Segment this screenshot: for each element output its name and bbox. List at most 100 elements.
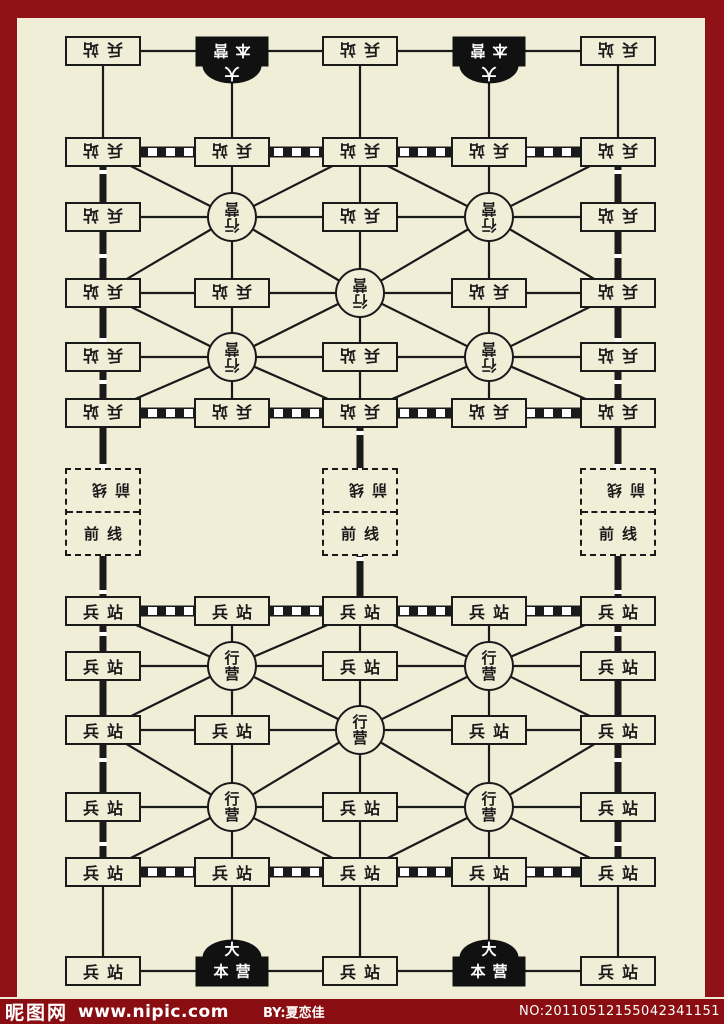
- station-label: 兵站: [597, 963, 646, 982]
- camp-r3c4[interactable]: 行营: [464, 192, 514, 242]
- station-label: 兵站: [75, 206, 124, 225]
- station-r8c3[interactable]: 兵站: [322, 651, 398, 681]
- station-label: 兵站: [468, 864, 517, 883]
- station-r1c3[interactable]: 兵站: [322, 36, 398, 66]
- station-label: 兵站: [75, 40, 124, 59]
- station-r8c1[interactable]: 兵站: [65, 651, 141, 681]
- camp-r10c4[interactable]: 行营: [464, 782, 514, 832]
- station-r1c1[interactable]: 兵站: [65, 36, 141, 66]
- station-r6c3[interactable]: 兵站: [322, 398, 398, 428]
- station-r2c3[interactable]: 兵站: [322, 137, 398, 167]
- frontline-c5[interactable]: 前线前线: [580, 467, 656, 556]
- station-r9c5[interactable]: 兵站: [580, 715, 656, 745]
- station-r7c4[interactable]: 兵站: [451, 596, 527, 626]
- station-label: 兵站: [211, 722, 260, 741]
- station-r1c5[interactable]: 兵站: [580, 36, 656, 66]
- station-label: 兵站: [339, 963, 388, 982]
- station-label: 兵站: [339, 864, 388, 883]
- frontline-cell-top: 前线: [324, 470, 396, 513]
- station-r12c1[interactable]: 兵站: [65, 956, 141, 986]
- station-r9c2[interactable]: 兵站: [194, 715, 270, 745]
- station-label: 兵站: [75, 402, 124, 421]
- station-label: 兵站: [75, 282, 124, 301]
- station-label: 兵站: [332, 402, 381, 421]
- camp-label: 行营: [352, 712, 368, 747]
- author-credit: BY:夏恋佳: [262, 1006, 325, 1021]
- hq-dome: 大: [459, 939, 519, 957]
- station-r3c5[interactable]: 兵站: [580, 202, 656, 232]
- station-label: 兵站: [339, 658, 388, 677]
- station-r7c3[interactable]: 兵站: [322, 596, 398, 626]
- station-r9c4[interactable]: 兵站: [451, 715, 527, 745]
- hq-base: 本营: [452, 956, 526, 986]
- station-r7c1[interactable]: 兵站: [65, 596, 141, 626]
- camp-r5c2[interactable]: 行营: [207, 332, 257, 382]
- station-label: 兵站: [75, 346, 124, 365]
- station-label: 兵站: [82, 658, 131, 677]
- station-r9c1[interactable]: 兵站: [65, 715, 141, 745]
- station-r3c1[interactable]: 兵站: [65, 202, 141, 232]
- headquarters-r1c4[interactable]: 大本营: [452, 36, 526, 83]
- station-r11c1[interactable]: 兵站: [65, 857, 141, 887]
- frontline-cell-bottom: 前线: [598, 524, 645, 543]
- station-r10c5[interactable]: 兵站: [580, 792, 656, 822]
- station-r4c2[interactable]: 兵站: [194, 278, 270, 308]
- station-r8c5[interactable]: 兵站: [580, 651, 656, 681]
- station-r2c2[interactable]: 兵站: [194, 137, 270, 167]
- station-r6c2[interactable]: 兵站: [194, 398, 270, 428]
- station-r4c1[interactable]: 兵站: [65, 278, 141, 308]
- camp-label: 行营: [352, 276, 368, 311]
- station-r7c5[interactable]: 兵站: [580, 596, 656, 626]
- station-r12c5[interactable]: 兵站: [580, 956, 656, 986]
- station-r11c4[interactable]: 兵站: [451, 857, 527, 887]
- camp-label: 行营: [224, 789, 240, 824]
- station-r5c3[interactable]: 兵站: [322, 342, 398, 372]
- station-r4c5[interactable]: 兵站: [580, 278, 656, 308]
- station-label: 兵站: [597, 658, 646, 677]
- station-r6c4[interactable]: 兵站: [451, 398, 527, 428]
- camp-r8c2[interactable]: 行营: [207, 641, 257, 691]
- station-r11c2[interactable]: 兵站: [194, 857, 270, 887]
- station-label: 兵站: [590, 402, 639, 421]
- headquarters-r1c2[interactable]: 大本营: [195, 36, 269, 83]
- station-r10c3[interactable]: 兵站: [322, 792, 398, 822]
- station-label: 兵站: [204, 141, 253, 160]
- station-label: 兵站: [597, 799, 646, 818]
- station-label: 兵站: [339, 799, 388, 818]
- camp-r5c4[interactable]: 行营: [464, 332, 514, 382]
- station-r11c5[interactable]: 兵站: [580, 857, 656, 887]
- camp-r3c2[interactable]: 行营: [207, 192, 257, 242]
- site-logo: 昵图网: [5, 1002, 69, 1024]
- station-label: 兵站: [211, 864, 260, 883]
- station-r2c1[interactable]: 兵站: [65, 137, 141, 167]
- station-label: 兵站: [597, 864, 646, 883]
- station-label: 兵站: [468, 603, 517, 622]
- station-r6c1[interactable]: 兵站: [65, 398, 141, 428]
- camp-label: 行营: [224, 340, 240, 375]
- serial-number: NO:20110512155042341151: [518, 1004, 720, 1019]
- camp-label: 行营: [481, 648, 497, 683]
- camp-r9c3[interactable]: 行营: [335, 705, 385, 755]
- frontline-c3[interactable]: 前线前线: [322, 467, 398, 556]
- station-r10c1[interactable]: 兵站: [65, 792, 141, 822]
- station-label: 兵站: [211, 603, 260, 622]
- station-label: 兵站: [590, 346, 639, 365]
- station-r2c5[interactable]: 兵站: [580, 137, 656, 167]
- station-label: 兵站: [82, 722, 131, 741]
- headquarters-r12c4[interactable]: 大本营: [452, 939, 526, 986]
- station-r6c5[interactable]: 兵站: [580, 398, 656, 428]
- station-r3c3[interactable]: 兵站: [322, 202, 398, 232]
- camp-r10c2[interactable]: 行营: [207, 782, 257, 832]
- station-r11c3[interactable]: 兵站: [322, 857, 398, 887]
- station-label: 兵站: [82, 603, 131, 622]
- camp-r8c4[interactable]: 行营: [464, 641, 514, 691]
- frontline-c1[interactable]: 前线前线: [65, 467, 141, 556]
- station-r5c1[interactable]: 兵站: [65, 342, 141, 372]
- station-r7c2[interactable]: 兵站: [194, 596, 270, 626]
- camp-r4c3[interactable]: 行营: [335, 268, 385, 318]
- station-r5c5[interactable]: 兵站: [580, 342, 656, 372]
- station-r2c4[interactable]: 兵站: [451, 137, 527, 167]
- station-r4c4[interactable]: 兵站: [451, 278, 527, 308]
- station-r12c3[interactable]: 兵站: [322, 956, 398, 986]
- headquarters-r12c2[interactable]: 大本营: [195, 939, 269, 986]
